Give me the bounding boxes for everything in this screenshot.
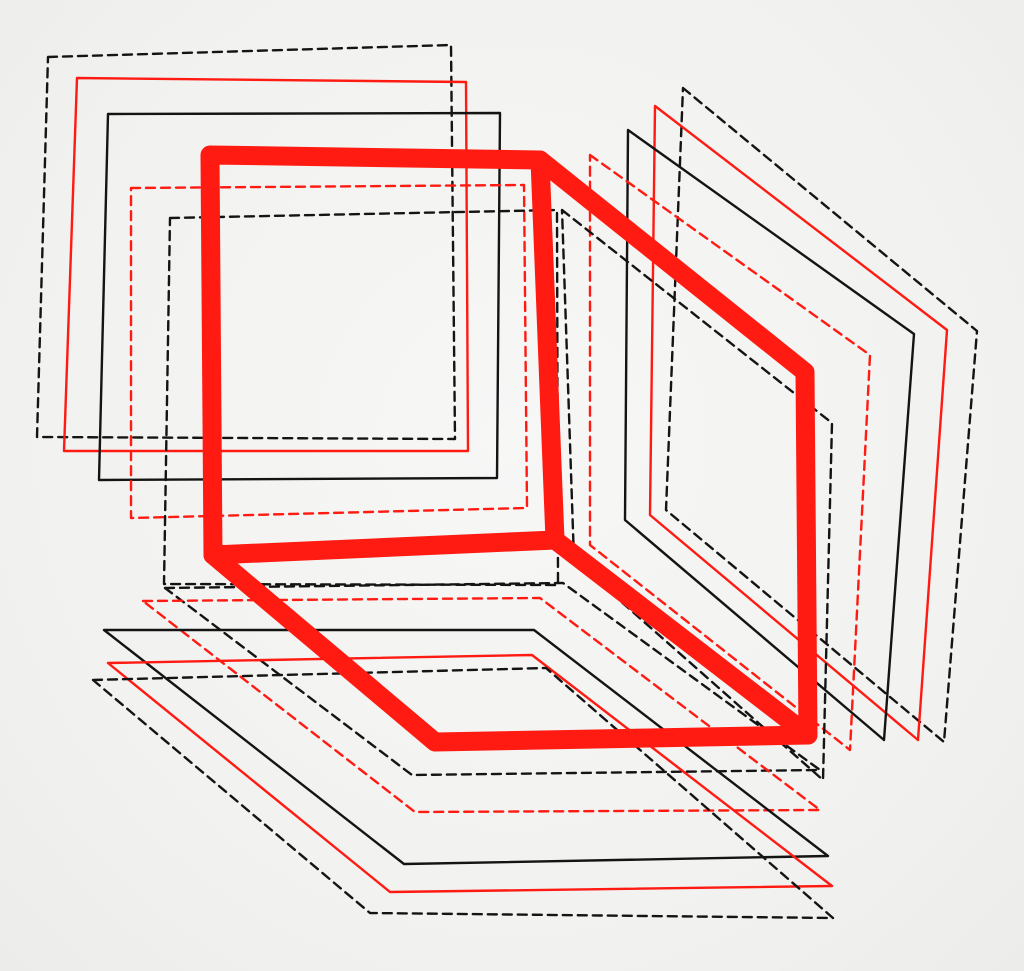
back-wall-frames	[35, 43, 560, 587]
floor-frame-red	[106, 653, 834, 894]
back-frame-outer-dashed-black	[35, 43, 457, 441]
thick-red-cube-corner	[200, 145, 818, 752]
side-frame-red	[648, 104, 949, 742]
floor-frame-black	[102, 628, 830, 866]
side-frame-outer-dashed-black	[664, 86, 979, 744]
floor-frame-red-dashed	[141, 596, 822, 814]
thick-floor-panel	[203, 545, 818, 752]
floor-frame-lower-dashed-black	[91, 666, 835, 920]
side-frame-red-dashed	[588, 153, 872, 752]
side-frame-inner-dashed-black	[560, 208, 834, 782]
back-frame-inner-dashed-black	[162, 208, 560, 587]
floor-frames	[91, 581, 835, 920]
back-frame-red	[62, 76, 470, 453]
back-frame-black	[97, 111, 502, 482]
side-wall-frames	[560, 86, 979, 782]
side-frame-black	[623, 128, 916, 742]
thick-side-panel	[530, 150, 818, 745]
back-frame-red-dashed	[129, 183, 529, 520]
